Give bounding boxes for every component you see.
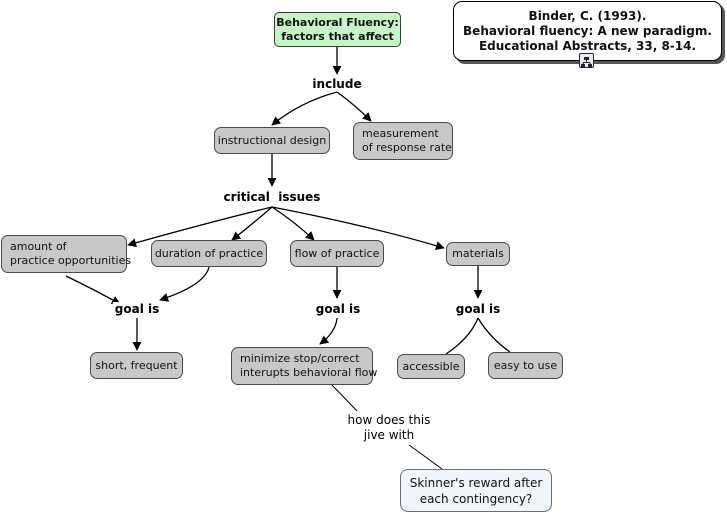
link-duration-goal: [159, 266, 210, 302]
link-critical-amount: [127, 206, 273, 248]
link-critical-duration: [231, 206, 273, 241]
concept-skinner-question[interactable]: Skinner's reward after each contingency?: [400, 469, 552, 512]
concept-reference[interactable]: Binder, C. (1993). Behavioral fluency: A…: [453, 1, 722, 61]
concept-materials[interactable]: materials: [446, 242, 510, 266]
link-critical-flow: [271, 206, 315, 241]
concept-minimize-interrupts[interactable]: minimize stop/correct interupts behavior…: [231, 347, 377, 385]
link-include-measurement: [336, 91, 372, 122]
concept-accessible[interactable]: accessible: [397, 354, 465, 379]
link-include-design: [271, 91, 338, 126]
link-phrase-critical-issues[interactable]: critical issues: [221, 190, 323, 204]
link-minimize-jive: [330, 383, 361, 415]
link-phrase-goal-left[interactable]: goal is: [112, 302, 162, 316]
concept-map-icon[interactable]: [579, 53, 594, 68]
concept-measurement[interactable]: measurement of response rate: [353, 122, 453, 160]
concept-easy-to-use[interactable]: easy to use: [488, 352, 563, 379]
link-jive-skinner: [404, 441, 443, 470]
concept-instructional-design[interactable]: instructional design: [214, 127, 330, 154]
link-goal-minimize: [319, 317, 338, 345]
link-phrase-jive[interactable]: how does this jive with: [343, 411, 435, 445]
link-goal-accessible: [445, 317, 479, 355]
concept-flow-of-practice[interactable]: flow of practice: [290, 240, 384, 267]
link-critical-materials: [271, 206, 445, 251]
concept-amount-of-practice[interactable]: amount of practice opportunities: [1, 235, 131, 273]
link-phrase-goal-right[interactable]: goal is: [453, 302, 503, 316]
concept-short-frequent[interactable]: short, frequent: [90, 352, 183, 379]
link-goal-easy: [477, 317, 511, 353]
link-phrase-include[interactable]: include: [310, 77, 364, 91]
concept-duration-of-practice[interactable]: duration of practice: [151, 240, 267, 267]
link-phrase-goal-mid[interactable]: goal is: [313, 302, 363, 316]
concept-root[interactable]: Behavioral Fluency: factors that affect: [274, 12, 401, 47]
link-amount-goal: [65, 275, 121, 305]
